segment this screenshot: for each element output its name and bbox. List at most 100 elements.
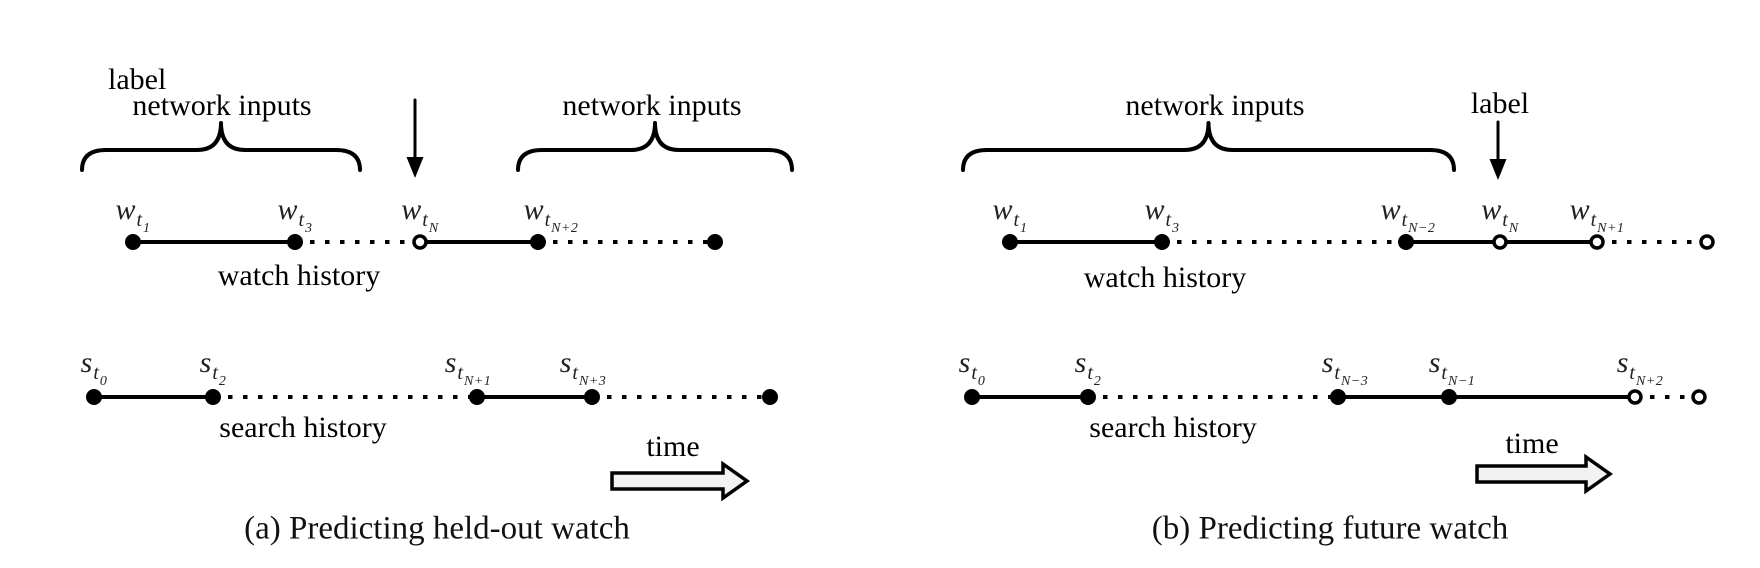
point-label-sub: t bbox=[1087, 362, 1093, 384]
open-marker bbox=[1589, 234, 1605, 250]
point-label-base: s bbox=[958, 346, 971, 379]
open-marker bbox=[1627, 389, 1643, 405]
point-label-subsub: N−1 bbox=[1447, 374, 1476, 389]
filled-marker bbox=[287, 234, 303, 250]
down-arrow-head bbox=[1489, 159, 1507, 180]
point-label-sub: t bbox=[1502, 209, 1508, 231]
point-label: wtN−2 bbox=[1380, 193, 1436, 236]
point-label-sub: t bbox=[1629, 362, 1635, 384]
point-label-sub: t bbox=[1401, 209, 1408, 231]
network-inputs-annotation-left: network inputs bbox=[132, 89, 312, 122]
point-label-subsub: N bbox=[428, 221, 439, 236]
network-inputs-annotation: network inputs bbox=[1125, 89, 1305, 122]
point-label-subsub: 2 bbox=[218, 374, 227, 389]
label-annotation: label bbox=[108, 63, 167, 96]
point-label-subsub: N+2 bbox=[1635, 374, 1664, 389]
filled-marker bbox=[1441, 389, 1457, 405]
point-label: wt1 bbox=[992, 193, 1027, 236]
filled-marker bbox=[707, 234, 723, 250]
point-label-subsub: N+2 bbox=[551, 221, 579, 236]
point-label-base: s bbox=[1428, 346, 1441, 379]
filled-marker bbox=[205, 389, 221, 405]
point-label-base: s bbox=[80, 346, 93, 379]
point-label: st0 bbox=[958, 346, 986, 389]
point-label-base: s bbox=[1616, 346, 1629, 379]
filled-marker bbox=[1002, 234, 1018, 250]
point-label-subsub: 0 bbox=[977, 374, 986, 389]
down-arrow-head bbox=[406, 157, 424, 178]
point-label: wtN+2 bbox=[523, 193, 579, 236]
network-inputs-annotation-right: network inputs bbox=[562, 89, 742, 122]
time-arrow bbox=[1475, 453, 1614, 495]
point-label-base: w bbox=[523, 193, 544, 226]
point-label-sub: t bbox=[1590, 209, 1597, 231]
point-label-sub: t bbox=[298, 209, 305, 231]
point-label-base: w bbox=[1569, 193, 1590, 226]
point-label-subsub: N+3 bbox=[578, 374, 607, 389]
open-marker bbox=[1492, 234, 1508, 250]
filled-marker bbox=[1154, 234, 1170, 250]
point-label-subsub: N+1 bbox=[1597, 221, 1625, 236]
point-label-subsub: 2 bbox=[1093, 374, 1102, 389]
point-label-sub: t bbox=[572, 362, 578, 384]
panel-caption-b: (b) Predicting future watch bbox=[1151, 510, 1509, 547]
point-label: wtN+1 bbox=[1569, 193, 1625, 236]
point-label-subsub: N bbox=[1508, 221, 1519, 236]
point-label-base: w bbox=[992, 193, 1013, 226]
filled-marker bbox=[1080, 389, 1096, 405]
point-label-sub: t bbox=[457, 362, 463, 384]
point-label: st0 bbox=[80, 346, 108, 389]
filled-marker bbox=[530, 234, 546, 250]
watch-history-label: watch history bbox=[1083, 261, 1247, 294]
point-label: wt1 bbox=[115, 193, 150, 236]
search-history-label: search history bbox=[1089, 411, 1257, 444]
point-label-base: s bbox=[1074, 346, 1087, 379]
point-label-sub: t bbox=[971, 362, 977, 384]
open-marker bbox=[1691, 389, 1707, 405]
point-label-subsub: 3 bbox=[305, 221, 313, 236]
point-label-subsub: N+1 bbox=[463, 374, 492, 389]
point-label-sub: t bbox=[544, 209, 551, 231]
point-label-sub: t bbox=[136, 209, 143, 231]
filled-marker bbox=[86, 389, 102, 405]
watch-history-label: watch history bbox=[217, 259, 381, 292]
search-history-label: search history bbox=[219, 411, 387, 444]
label-annotation: label bbox=[1470, 87, 1530, 120]
curly-brace bbox=[961, 121, 1456, 172]
time-arrow bbox=[610, 460, 751, 502]
filled-marker bbox=[469, 389, 485, 405]
point-label-base: w bbox=[1380, 193, 1401, 226]
curly-brace bbox=[80, 121, 362, 172]
point-label: st2 bbox=[1074, 346, 1102, 389]
point-label-sub: t bbox=[1441, 362, 1447, 384]
point-label-base: w bbox=[115, 193, 136, 226]
point-label-subsub: N−3 bbox=[1340, 374, 1369, 389]
point-label-base: s bbox=[1321, 346, 1334, 379]
point-label-subsub: 3 bbox=[1172, 221, 1180, 236]
point-label-base: s bbox=[559, 346, 572, 379]
curly-brace bbox=[516, 121, 794, 172]
point-label: wt3 bbox=[1144, 193, 1179, 236]
point-label-base: s bbox=[199, 346, 212, 379]
point-label: stN+1 bbox=[445, 348, 492, 389]
point-label-base: w bbox=[277, 193, 298, 226]
open-marker bbox=[412, 234, 428, 250]
panel-caption-a: (a) Predicting held-out watch bbox=[244, 510, 630, 547]
point-label: stN−1 bbox=[1428, 346, 1476, 389]
filled-marker bbox=[125, 234, 141, 250]
point-label-sub: t bbox=[1334, 362, 1340, 384]
point-label-base: w bbox=[1144, 193, 1165, 226]
filled-marker bbox=[762, 389, 778, 405]
filled-marker bbox=[1398, 234, 1414, 250]
point-label-subsub: N−2 bbox=[1408, 221, 1436, 236]
point-label-sub: t bbox=[1013, 209, 1020, 231]
point-label-subsub: 1 bbox=[1020, 221, 1028, 236]
point-label-sub: t bbox=[422, 209, 428, 231]
point-label-subsub: 0 bbox=[99, 374, 108, 389]
point-label: wtN bbox=[401, 195, 438, 236]
point-label: stN−3 bbox=[1321, 346, 1369, 389]
point-label-subsub: 1 bbox=[143, 221, 151, 236]
point-label: wtN bbox=[1481, 195, 1518, 236]
